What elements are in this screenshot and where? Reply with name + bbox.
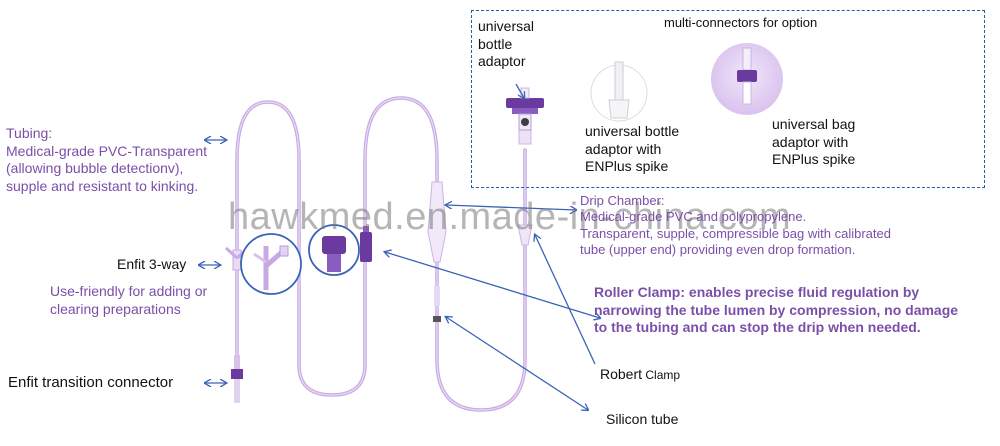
enfit-3way-label: Enfit 3-way — [117, 256, 187, 272]
adaptor-chamber — [517, 129, 533, 246]
options-box — [471, 10, 985, 188]
roller-clamp-line: narrowing the tube lumen by compression,… — [594, 301, 959, 318]
drip-chamber-line: Medical-grade PVC and polypropylene. — [580, 209, 807, 225]
enfit-3way-desc-line: clearing preparations — [50, 300, 181, 317]
enfit-transition-connector — [231, 355, 243, 403]
drip-chamber-title: Drip Chamber: — [580, 193, 665, 208]
roller-clamp-line: to the tubing and can stop the drip when… — [594, 319, 921, 335]
robert-clamp-suffix: Clamp — [642, 368, 681, 382]
enfit-transition-label: Enfit transition connector — [8, 374, 174, 391]
tubing-desc-line: Medical-grade PVC-Transparent — [6, 142, 208, 159]
watermark: hawkmed.en.made-in-china.com — [228, 196, 792, 238]
drip-chamber-line: tube (upper end) providing even drop for… — [580, 241, 856, 257]
adaptor-label-line: universal — [478, 18, 535, 34]
options-box-title: multi-connectors for option — [664, 15, 818, 30]
tubing-desc-line: (allowing bubble detectionv), — [6, 160, 184, 176]
enfit-3way-desc: Use-friendly for adding or clearing prep… — [50, 283, 207, 318]
bottle-enplus-line: ENPlus spike — [585, 158, 669, 174]
tubing-label: Tubing: Medical-grade PVC-Transparent (a… — [6, 125, 207, 195]
bag-enplus-label: universal bag adaptor with ENPlus spike — [772, 116, 855, 169]
bag-enplus-line: universal bag — [772, 116, 856, 132]
robert-clamp-name: Robert — [600, 366, 643, 382]
bottle-enplus-line: adaptor with — [585, 140, 662, 157]
roller-clamp-line: Roller Clamp: enables precise fluid regu… — [594, 284, 920, 300]
bag-enplus-image — [711, 43, 783, 115]
robert-clamp-label: Robert Clamp — [600, 366, 680, 384]
roller-clamp — [360, 226, 372, 262]
bag-enplus-line: ENPlus spike — [772, 151, 856, 167]
bag-enplus-line: adaptor with — [772, 133, 849, 150]
enfit-3way-zoom — [240, 233, 302, 295]
bottle-enplus-line: universal bottle — [585, 123, 680, 139]
adaptor-label-line: adaptor — [478, 53, 526, 69]
enfit-3way-desc-line: Use-friendly for adding or — [50, 283, 208, 299]
bottle-enplus-image — [590, 61, 648, 122]
drip-chamber-line: Transparent, supple, compressible bag wi… — [580, 225, 891, 241]
universal-bottle-adaptor-label: universal bottle adaptor — [478, 18, 534, 71]
silicon-tube-label: Silicon tube — [606, 411, 679, 427]
adaptor-label-line: bottle — [478, 35, 513, 52]
annotation-arrows — [199, 83, 600, 410]
roller-clamp-label: Roller Clamp: enables precise fluid regu… — [594, 284, 958, 337]
tubing-desc-line: supple and resistant to kinking. — [6, 177, 199, 194]
drip-chamber-label: Drip Chamber: Medical-grade PVC and poly… — [580, 193, 891, 258]
tubing-title: Tubing: — [6, 125, 53, 141]
roller-clamp-zoom — [308, 224, 360, 276]
bottle-enplus-label: universal bottle adaptor with ENPlus spi… — [585, 123, 679, 176]
